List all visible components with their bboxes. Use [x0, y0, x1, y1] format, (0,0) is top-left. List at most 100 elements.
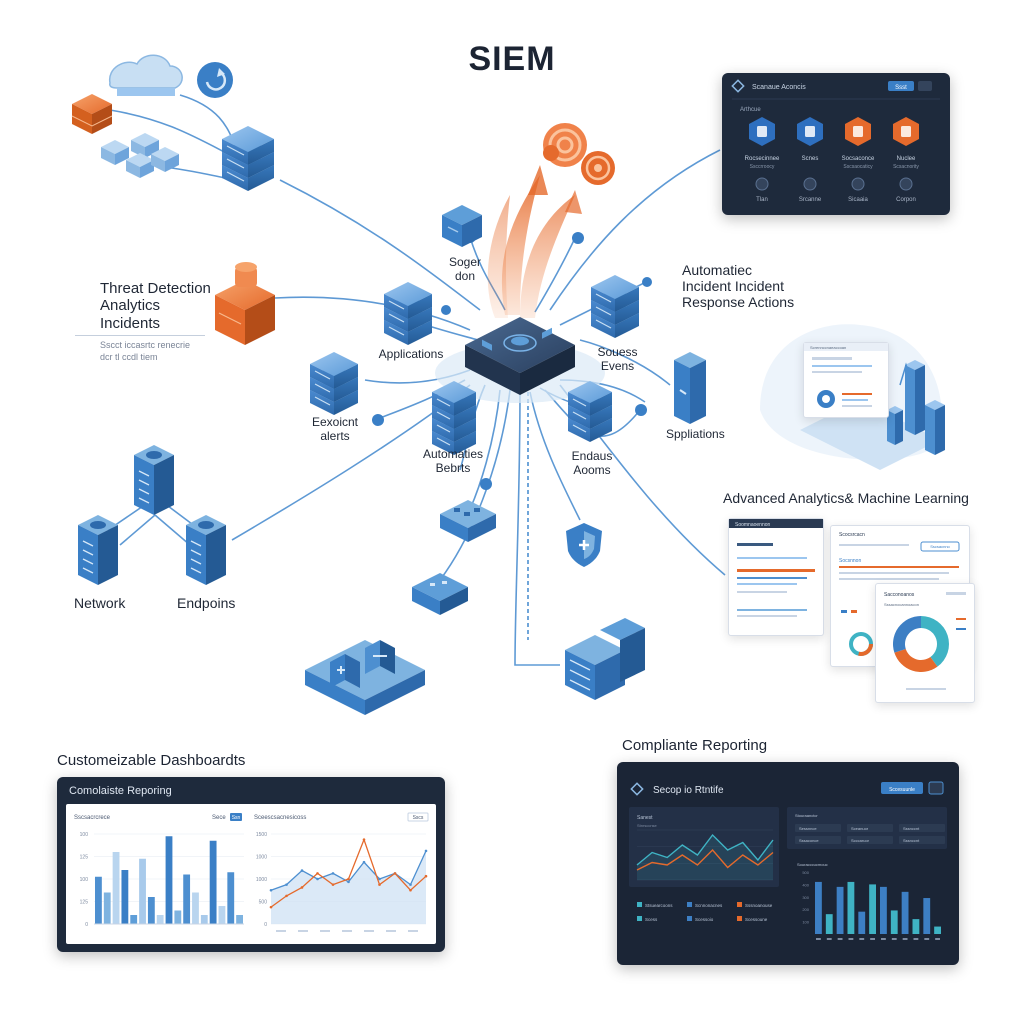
- x-tick-label: [386, 930, 396, 932]
- analytics-small-title: Scrennccnaeaccoan: [810, 345, 846, 350]
- legend-label: Sssnoanouse: [745, 903, 773, 908]
- side-cell: [795, 836, 841, 844]
- label-line: alerts: [320, 428, 350, 443]
- card1-title: Soomnaoennon: [735, 522, 771, 528]
- panel-button[interactable]: [888, 81, 914, 91]
- pie-slice: [921, 616, 949, 667]
- bar: [923, 898, 931, 934]
- bar: [912, 919, 920, 934]
- orange-swirl-icon: [581, 151, 615, 185]
- label-line: Analytics: [100, 297, 161, 315]
- tab-ssn-label: Ssn: [232, 815, 241, 821]
- card2-button[interactable]: [920, 541, 960, 552]
- side-panel-title: Stouraanctcr: [795, 813, 818, 818]
- x-tick-label: [364, 930, 374, 932]
- y-tick-label: 500: [259, 900, 268, 906]
- x-tick-label: [848, 938, 854, 940]
- bar: [200, 915, 208, 924]
- tab-ssn[interactable]: [230, 813, 242, 821]
- point: [316, 877, 319, 881]
- threat-device-icon: [215, 262, 275, 345]
- tab-sece[interactable]: Sece: [212, 815, 226, 821]
- label-applications: Applications: [378, 347, 444, 361]
- bar: [147, 897, 155, 924]
- server-stack-icon: [568, 381, 612, 442]
- label-endpoins: Endpoins: [177, 595, 236, 611]
- point: [347, 880, 350, 884]
- bar: [121, 870, 129, 924]
- dashboard-right-button[interactable]: [881, 782, 923, 794]
- panel-menu-button[interactable]: [918, 81, 932, 91]
- line-panel-hub: [549, 149, 721, 311]
- dashboard-right-icon-button[interactable]: [928, 781, 944, 795]
- point: [378, 883, 381, 886]
- lab-device-icon: [305, 640, 425, 715]
- endpoint-server-icon: [186, 515, 226, 585]
- y-tick-label: 0: [264, 922, 267, 928]
- line-hub-shield: [529, 391, 581, 521]
- y-tick-label: 100: [80, 832, 89, 838]
- line-dot-hub: [534, 237, 576, 313]
- point: [269, 888, 273, 892]
- orange-swirl-icon: [543, 123, 587, 167]
- line-hub-server-bottom: [514, 389, 560, 666]
- x-tick-label: [891, 938, 897, 940]
- series-line: [636, 848, 774, 871]
- bar: [890, 910, 898, 934]
- y-tick-label: 1000: [256, 877, 267, 883]
- side-cell: [847, 824, 893, 832]
- bar: [130, 915, 138, 924]
- dot: [572, 232, 584, 244]
- bar: [192, 892, 199, 924]
- legend-swatch: [737, 902, 742, 907]
- application-tower-icon: [674, 352, 706, 424]
- series-line: [636, 833, 774, 866]
- panel-button-label: Ssst: [895, 85, 907, 91]
- page-title: SIEM: [468, 40, 556, 78]
- side-cell: [899, 836, 945, 844]
- dot: [372, 414, 384, 426]
- analytics-card-2-content: Scocsrcacn Sscsacnno Socsnnon: [839, 532, 960, 656]
- label-eexoicnt-alerts: Eexoicnt alerts: [295, 415, 375, 444]
- side-cell: [847, 836, 893, 844]
- action-label: Nuclee: [897, 156, 916, 162]
- x-tick-label: [837, 938, 843, 940]
- event-stream-icon: [487, 123, 615, 318]
- dashboard-right-button-label: Sccesuunle: [889, 787, 915, 793]
- bar: [869, 884, 876, 934]
- side-cell: [795, 824, 841, 832]
- bar-tower: [887, 406, 903, 445]
- label-line: Threat Detection: [100, 280, 211, 297]
- note-line: Sscct iccasrtc renecrie: [100, 340, 191, 350]
- point: [331, 872, 335, 875]
- point: [285, 883, 288, 886]
- dashboard-left-button-label: Sscs: [413, 815, 424, 821]
- label-divider: [75, 335, 205, 336]
- label-automaties: Automaties Bebrts: [412, 447, 494, 476]
- card3-title: Sacconoanos: [884, 592, 915, 598]
- action-label: Socsaconce: [842, 156, 875, 162]
- line-threat-hub: [274, 296, 471, 331]
- dashboard-right-logo-icon: [630, 782, 644, 796]
- dashboard-left-button[interactable]: [407, 812, 429, 822]
- server-stack-icon: [384, 282, 432, 345]
- status-label: Corpon: [896, 197, 916, 203]
- siem-hub-icon: [435, 317, 605, 403]
- point: [424, 874, 428, 878]
- bar: [103, 892, 111, 924]
- side-cell: [899, 824, 945, 832]
- y-tick-label: 500: [802, 870, 809, 875]
- legend-label: Scessoune: [745, 917, 768, 922]
- bar: [209, 840, 217, 924]
- x-tick-label: [924, 938, 930, 940]
- point: [347, 877, 350, 881]
- bar: [218, 906, 226, 924]
- side-cell-label: Sessnnce: [799, 826, 817, 831]
- label-line: Response Actions: [682, 294, 795, 311]
